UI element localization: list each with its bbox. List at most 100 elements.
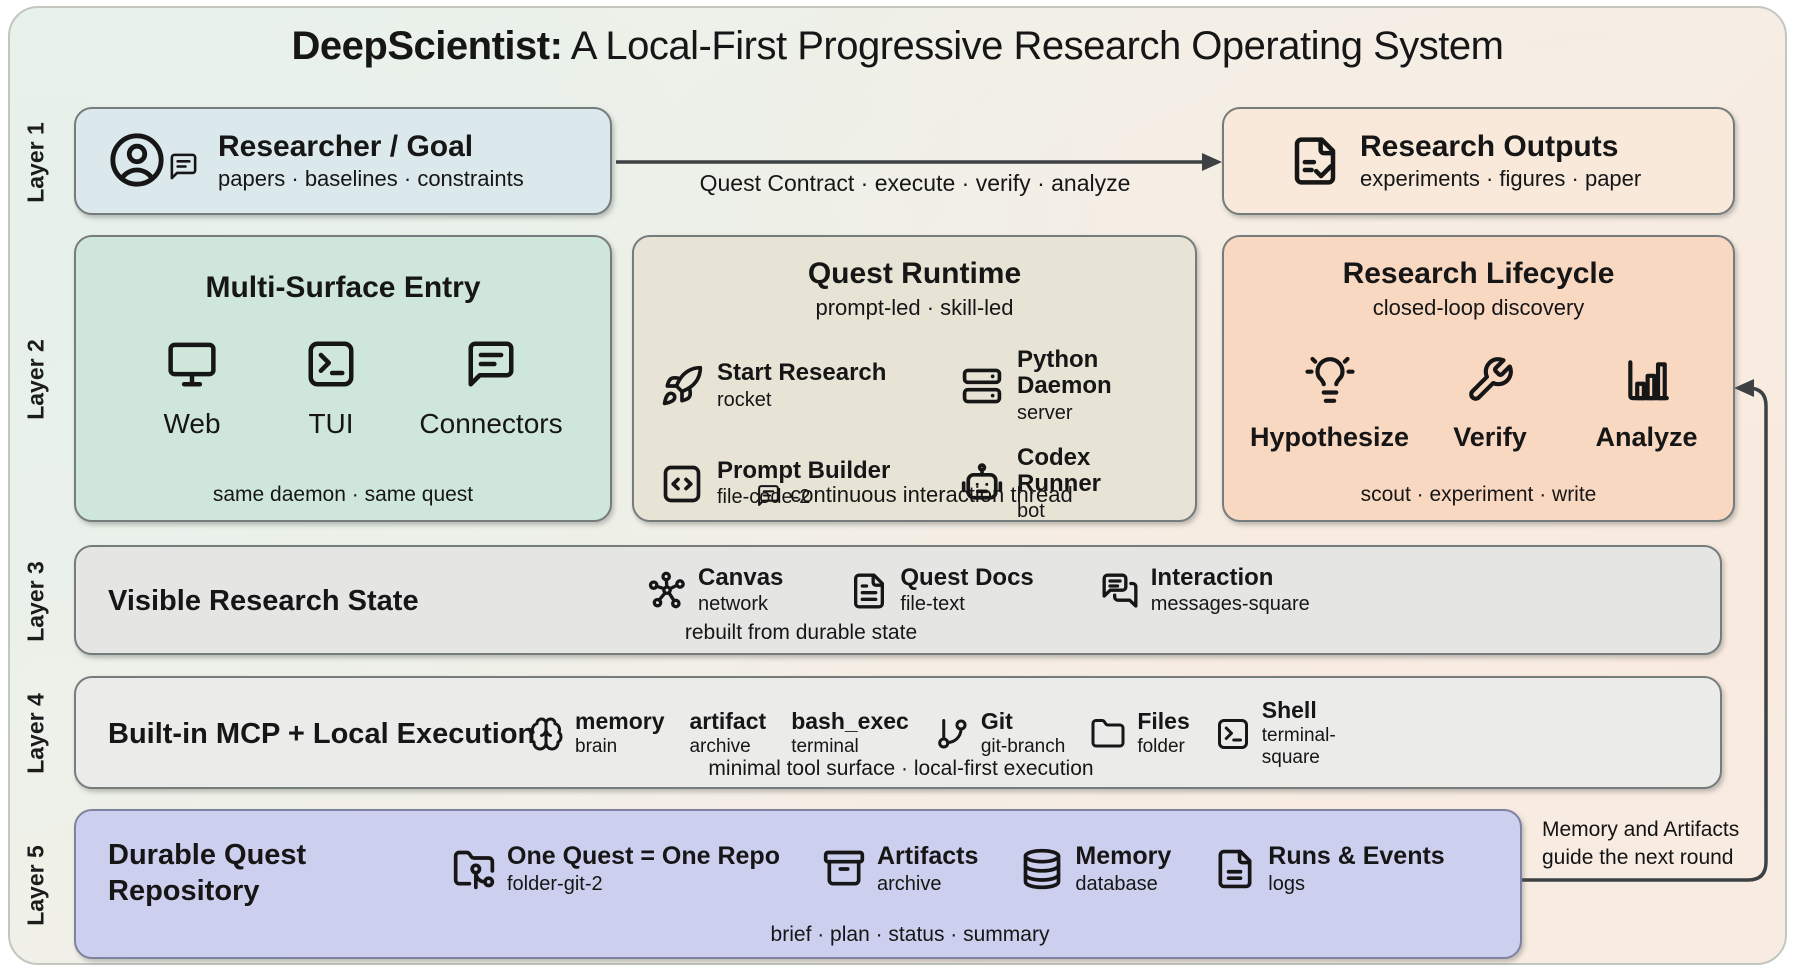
lifecycle-item-analyze: Analyze [1564, 355, 1729, 453]
artifact-tool-sub: archive [689, 736, 751, 758]
verify-label: Verify [1453, 422, 1527, 452]
layer5-items: One Quest = One Repo folder-git-2 Artifa… [452, 842, 1445, 896]
logs-icon [1213, 847, 1257, 891]
start-research-sub: rocket [717, 388, 772, 411]
researcher-icon-group [108, 131, 200, 191]
layer3-item-canvas: Canvas network [647, 564, 784, 616]
runtime-item-start-research: Start Research rocket [660, 347, 960, 425]
layer5-item-runs-events: Runs & Events logs [1213, 842, 1445, 896]
visible-research-state-row: Visible Research State Canvas network Qu… [74, 545, 1722, 655]
durable-quest-repository-row: Durable Quest Repository One Quest = One… [74, 809, 1522, 959]
quest-runtime-box: Quest Runtime prompt-led · skill-led Sta… [632, 235, 1197, 522]
git-label: Git [980, 708, 1013, 734]
layer-4-label: Layer 4 [22, 693, 49, 774]
file-text-icon [849, 571, 889, 611]
memory-tool-label: memory [575, 708, 665, 734]
lifecycle-footer: scout · experiment · write [1360, 483, 1597, 506]
layer4-item-bash-exec: bash_exec terminal [791, 708, 909, 758]
prompt-builder-label: Prompt Builder [717, 456, 891, 484]
python-daemon-label: Python Daemon [1017, 346, 1112, 400]
runtime-item-python-daemon: Python Daemon server [960, 346, 1173, 425]
research-lifecycle-subtitle: closed-loop discovery [1372, 295, 1585, 320]
one-quest-label: One Quest = One Repo [507, 842, 780, 870]
runtime-footer: continuous interaction thread [634, 482, 1195, 508]
user-icon [108, 131, 166, 189]
brain-icon [528, 716, 564, 752]
runs-events-sub: logs [1268, 872, 1305, 895]
layer3-item-quest-docs: Quest Docs file-text [849, 564, 1034, 616]
lightbulb-icon [1304, 355, 1355, 405]
artifacts-label: Artifacts [876, 842, 979, 870]
prompt-builder-sub: file-code-2 [717, 486, 811, 509]
layer4-item-git: Git git-branch [934, 708, 1066, 758]
terminal-square-icon [1215, 716, 1251, 752]
multi-surface-entry-box: Multi-Surface Entry Web TUI Connectors s… [74, 235, 612, 522]
hypothesize-label: Hypothesize [1249, 422, 1410, 452]
memory-tool-sub: brain [575, 736, 618, 758]
layer4-item-memory: memory brain [528, 708, 665, 758]
archive-icon [822, 847, 866, 891]
git-sub: git-branch [980, 736, 1066, 758]
python-daemon-sub: server [1017, 401, 1073, 424]
layer-5-label: Layer 5 [22, 845, 49, 926]
researcher-goal-subtitle: papers · baselines · constraints [218, 166, 524, 192]
title-tagline: A Local-First Progressive Research Opera… [562, 24, 1504, 68]
research-outputs-text: Research Outputs experiments · figures ·… [1360, 130, 1641, 193]
researcher-goal-title: Researcher / Goal [218, 129, 474, 163]
files-sub: folder [1137, 736, 1185, 758]
visible-research-state-title: Visible Research State [108, 585, 419, 617]
multi-surface-entry-title: Multi-Surface Entry [205, 271, 481, 304]
researcher-goal-box: Researcher / Goal papers · baselines · c… [74, 107, 612, 215]
chat-bubble-icon [168, 151, 199, 182]
builtin-mcp-row: Built-in MCP + Local Execution memory br… [74, 676, 1722, 789]
shell-label: Shell [1261, 697, 1317, 723]
quest-runtime-subtitle: prompt-led · skill-led [815, 295, 1014, 320]
builtin-mcp-title: Built-in MCP + Local Execution [108, 718, 536, 750]
thread-bubble-icon [756, 483, 781, 508]
database-icon [1020, 847, 1064, 891]
wrench-icon [1465, 355, 1515, 405]
files-label: Files [1137, 708, 1190, 734]
layer-2-label: Layer 2 [22, 339, 49, 420]
artifact-tool-label: artifact [689, 708, 767, 734]
research-lifecycle-title: Research Lifecycle [1342, 257, 1615, 290]
title-product-name: DeepScientist: [291, 24, 563, 68]
shell-sub: terminal-square [1261, 725, 1336, 769]
runtime-item-codex-runner: Codex Runner bot [960, 444, 1173, 523]
memory-store-sub: database [1075, 872, 1158, 895]
artifacts-sub: archive [876, 872, 942, 895]
file-check-icon [1288, 134, 1342, 188]
messages-square-icon [1100, 571, 1140, 611]
bash-exec-label: bash_exec [791, 708, 909, 734]
lifecycle-item-verify: Verify [1420, 355, 1560, 453]
feedback-annotation-line1: Memory and Artifacts [1542, 818, 1740, 841]
layer5-item-one-quest: One Quest = One Repo folder-git-2 [452, 842, 780, 896]
memory-store-label: Memory [1075, 842, 1172, 870]
layer-1-label: Layer 1 [22, 122, 49, 203]
one-quest-sub: folder-git-2 [507, 872, 603, 895]
bar-chart-icon [1622, 355, 1672, 405]
interaction-sub: messages-square [1150, 593, 1310, 616]
lifecycle-item-hypothesize: Hypothesize [1242, 355, 1417, 453]
quest-docs-sub: file-text [900, 593, 965, 616]
quest-runtime-items: Start Research rocket Python Daemon serv… [634, 346, 1195, 523]
layer4-item-shell: Shell terminal-square [1215, 697, 1354, 769]
server-icon [960, 364, 1004, 408]
feedback-annotation: Memory and Artifacts guide the next roun… [1542, 816, 1739, 872]
layer5-item-memory: Memory database [1020, 842, 1172, 896]
diagram-canvas: DeepScientist: A Local-First Progressive… [8, 6, 1787, 965]
entry-tui-label: TUI [308, 408, 354, 439]
research-lifecycle-box: Research Lifecycle closed-loop discovery… [1222, 235, 1735, 522]
canvas-label: Canvas [698, 564, 784, 591]
entry-item-tui: TUI [271, 337, 391, 440]
layer4-item-files: Files folder [1090, 708, 1190, 758]
folder-git-icon [452, 847, 496, 891]
durable-quest-repository-title: Durable Quest Repository [108, 839, 307, 908]
entry-item-web: Web [132, 337, 252, 440]
codex-runner-sub: bot [1017, 499, 1045, 522]
research-outputs-subtitle: experiments · figures · paper [1360, 166, 1642, 192]
folder-icon [1090, 716, 1126, 752]
layer5-footer: brief · plan · status · summary [770, 923, 1050, 946]
network-icon [647, 571, 687, 611]
